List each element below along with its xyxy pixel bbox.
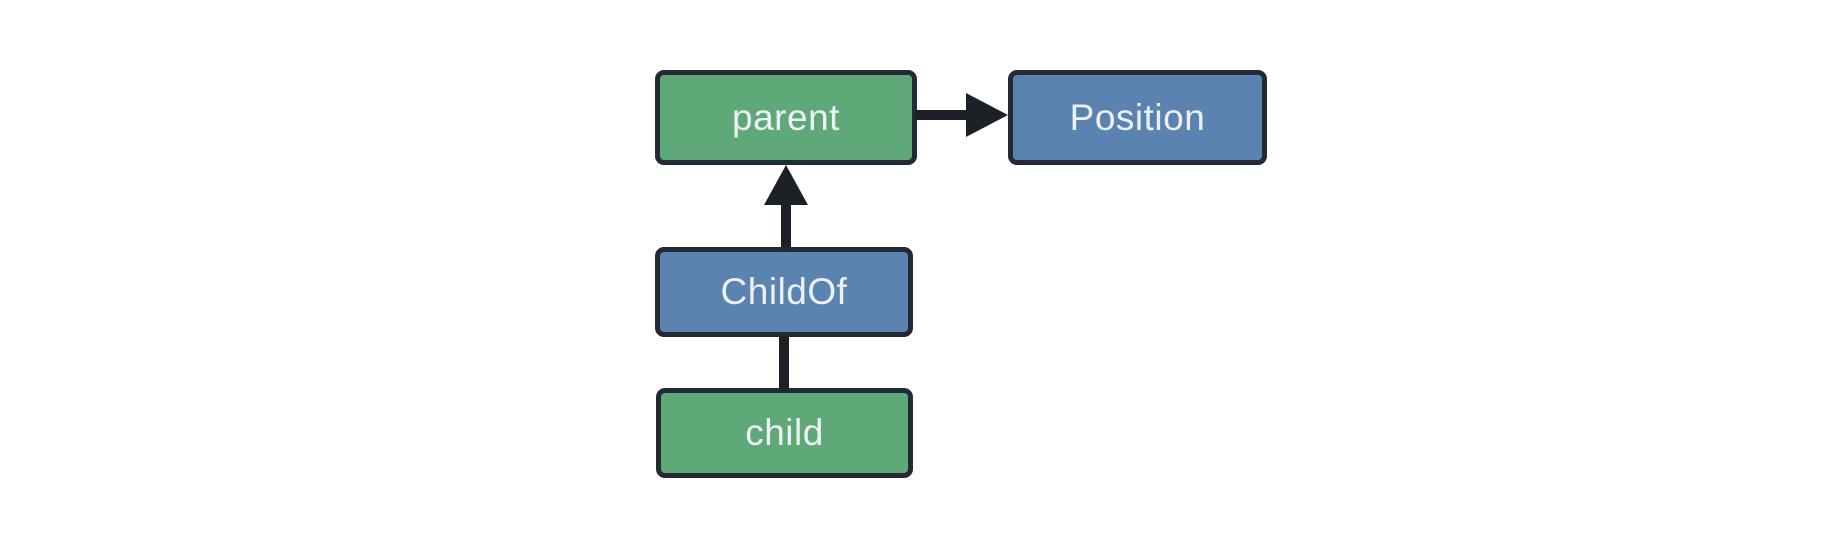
node-parent-label: parent	[732, 96, 840, 138]
node-child: child	[656, 388, 913, 478]
node-position-label: Position	[1069, 96, 1206, 138]
arrowhead-up-icon	[764, 165, 808, 205]
edge-parent-to-position-shaft	[915, 110, 968, 120]
arrowhead-right-icon	[966, 93, 1008, 137]
node-position: Position	[1008, 70, 1267, 165]
node-child-label: child	[745, 412, 824, 453]
node-parent: parent	[655, 70, 917, 165]
edge-childof-to-parent-shaft	[781, 201, 791, 249]
edge-child-to-childof-line	[779, 335, 789, 390]
node-childof: ChildOf	[655, 247, 913, 337]
node-childof-label: ChildOf	[720, 271, 848, 312]
